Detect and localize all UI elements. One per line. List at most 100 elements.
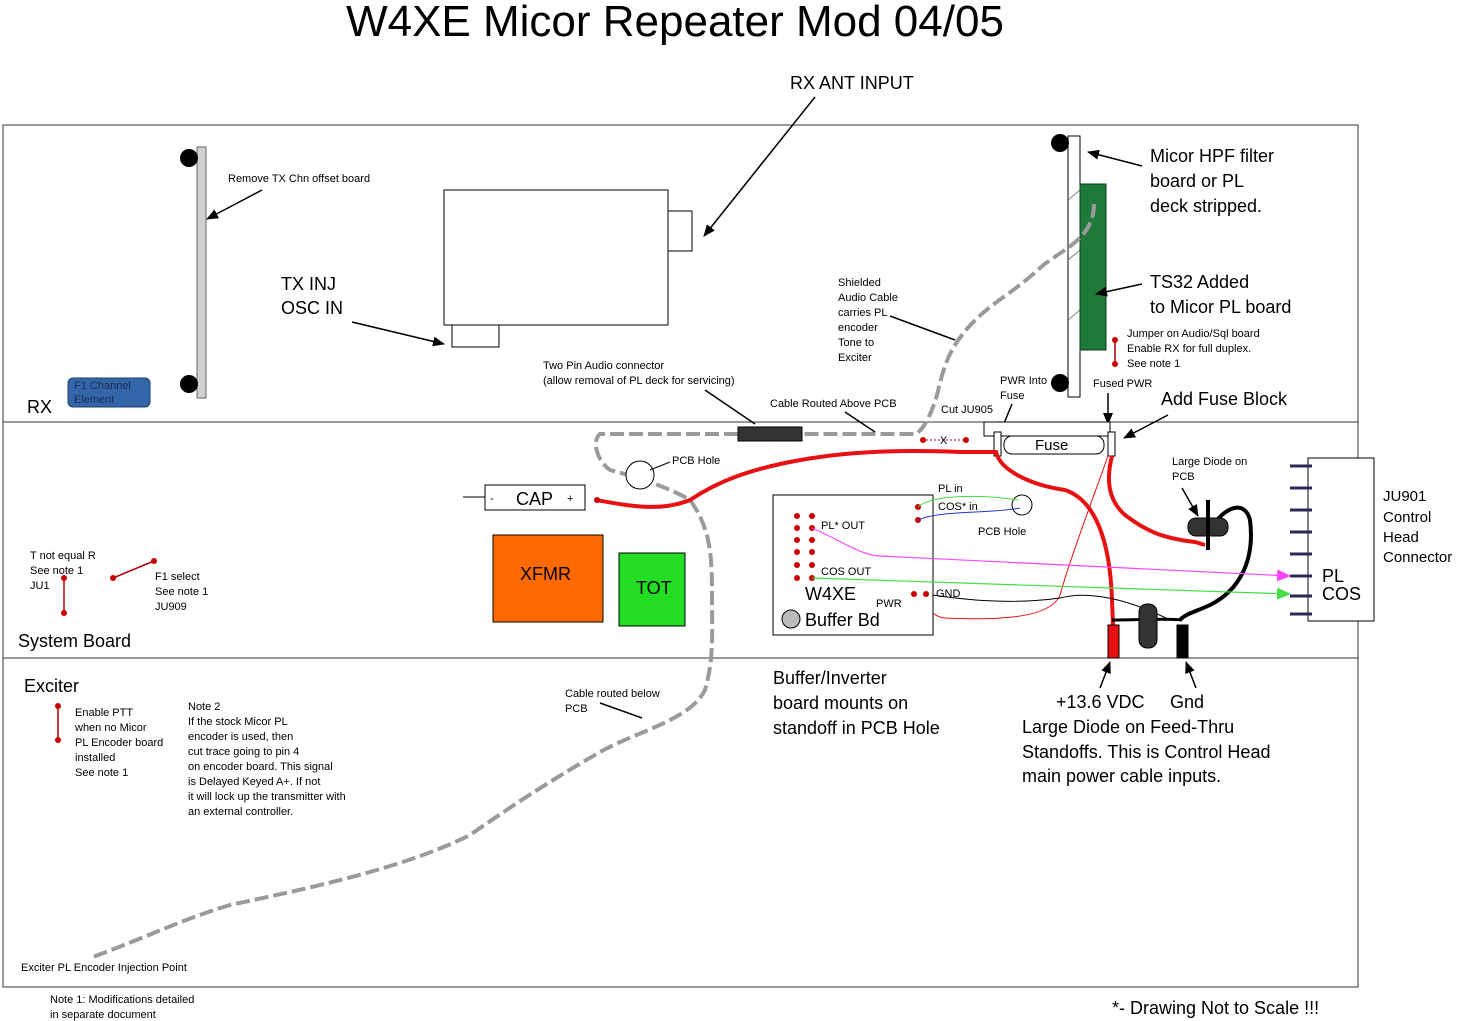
shielded-label-1: Shielded bbox=[838, 277, 881, 289]
xfmr-block bbox=[492, 534, 604, 623]
note2-label-4: cut trace going to pin 4 bbox=[188, 746, 299, 758]
ptt-pad bbox=[55, 703, 61, 709]
buffer-pad bbox=[794, 549, 800, 555]
board-mount-top bbox=[180, 149, 198, 167]
large-diode-ft-label-2: Standoffs. This is Control Head bbox=[1022, 742, 1270, 762]
shielded-label-5: Tone to bbox=[838, 337, 874, 349]
f1-channel-label-2: Element bbox=[74, 394, 114, 406]
tot-block bbox=[618, 552, 686, 627]
hpf-arrow bbox=[1087, 149, 1143, 167]
ju905-pad bbox=[963, 437, 969, 443]
cable-above-pcb bbox=[89, 432, 738, 960]
buffer-standoff bbox=[781, 609, 801, 629]
cable-below-label-2: PCB bbox=[565, 703, 588, 715]
pl-in-label: PL in bbox=[938, 483, 963, 495]
buffer-inv-label-1: Buffer/Inverter bbox=[773, 668, 887, 688]
gnd-arrow bbox=[1185, 661, 1197, 689]
cap-red-pad bbox=[594, 497, 600, 503]
hpf-hatch bbox=[1067, 309, 1081, 321]
buffer-pad bbox=[809, 549, 815, 555]
ju909-pad bbox=[151, 558, 157, 564]
f1-select-label-3: JU909 bbox=[155, 601, 187, 613]
not-to-scale-label: *- Drawing Not to Scale !!! bbox=[1112, 998, 1319, 1018]
w4xe-label: W4XE bbox=[805, 584, 856, 604]
ju901-label-4: Connector bbox=[1383, 549, 1452, 566]
hpf-mount-bottom bbox=[1051, 374, 1069, 392]
f1-channel-label-1: F1 Channel bbox=[74, 380, 131, 392]
pwr-into-label-1: PWR Into bbox=[1000, 375, 1047, 387]
cut-ju905-label: Cut JU905 bbox=[941, 404, 993, 416]
large-diode-feedthru bbox=[1138, 603, 1158, 649]
shielded-label-4: encoder bbox=[838, 322, 878, 334]
pl-signal-wire bbox=[811, 527, 1291, 582]
ts32-label-1: TS32 Added bbox=[1150, 272, 1249, 292]
buffer-inv-label-3: standoff in PCB Hole bbox=[773, 718, 940, 738]
tx-inj-label-2: OSC IN bbox=[281, 298, 343, 318]
tx-offset-board bbox=[196, 146, 207, 399]
fuse-label: Fuse bbox=[1035, 437, 1068, 454]
system-board-label: System Board bbox=[18, 631, 131, 651]
rx-module bbox=[443, 189, 669, 326]
buffer-pad bbox=[809, 537, 815, 543]
t-not-equal-label-3: JU1 bbox=[30, 580, 50, 592]
two-pin-audio-connector bbox=[737, 426, 803, 442]
cos-in-label: COS* in bbox=[938, 501, 978, 513]
cos-signal-wire bbox=[811, 577, 1291, 600]
pl-in-wire bbox=[917, 495, 1019, 508]
remove-tx-label: Remove TX Chn offset board bbox=[228, 173, 370, 185]
xfmr-label: XFMR bbox=[520, 564, 571, 584]
cap-plus: + bbox=[567, 493, 573, 505]
ju901-connector bbox=[1307, 457, 1375, 622]
note2-label-1: Note 2 bbox=[188, 701, 220, 713]
gnd-thin-wire bbox=[913, 591, 1171, 621]
hpf-mount-top bbox=[1051, 134, 1069, 152]
ju909-jumper bbox=[112, 560, 155, 579]
cos-out-label: COS OUT bbox=[821, 566, 871, 578]
large-diode-pcb-label-1: Large Diode on bbox=[1172, 456, 1247, 468]
ju901-pl-label: PL bbox=[1322, 566, 1344, 586]
rx-ant-arrow bbox=[703, 96, 816, 237]
cos-in-wire bbox=[917, 507, 1021, 521]
note2-label-5: on encoder board. This signal bbox=[188, 761, 333, 773]
vdc-standoff bbox=[1107, 624, 1120, 659]
note2-label-6: is Delayed Keyed A+. If not bbox=[188, 776, 320, 788]
hpf-label-2: board or PL bbox=[1150, 171, 1244, 191]
pl-out-label: PL* OUT bbox=[821, 520, 865, 532]
hpf-label-3: deck stripped. bbox=[1150, 196, 1262, 216]
ju901-label-2: Control bbox=[1383, 509, 1431, 526]
ju905-cut-mark: X bbox=[940, 435, 948, 447]
enable-ptt-label-1: Enable PTT bbox=[75, 707, 133, 719]
two-pin-label-1: Two Pin Audio connector bbox=[543, 360, 664, 372]
tx-inj-label-1: TX INJ bbox=[281, 274, 336, 294]
note2-label-2: If the stock Micor PL bbox=[188, 716, 288, 728]
fuse-body bbox=[1003, 435, 1105, 455]
hpf-label-1: Micor HPF filter bbox=[1150, 146, 1274, 166]
buffer-pad bbox=[794, 525, 800, 531]
exciter-label: Exciter bbox=[24, 676, 79, 696]
t-not-equal-label-1: T not equal R bbox=[30, 550, 96, 562]
vdc-arrow bbox=[1099, 661, 1111, 689]
pcb-hole-label: PCB Hole bbox=[672, 455, 720, 467]
two-pin-pointer bbox=[704, 389, 756, 425]
t-not-equal-label-2: See note 1 bbox=[30, 565, 83, 577]
f1-select-label-2: See note 1 bbox=[155, 586, 208, 598]
ju1-pad bbox=[61, 610, 67, 616]
buffer-pad bbox=[794, 575, 800, 581]
shielded-label-3: carries PL bbox=[838, 307, 888, 319]
fuse-block bbox=[983, 421, 1111, 437]
ju901-label-3: Head bbox=[1383, 529, 1419, 546]
board-mount-bottom bbox=[180, 375, 198, 393]
cap-minus: - bbox=[490, 493, 494, 505]
red-fused-wire bbox=[1106, 455, 1206, 547]
exciter-pl-label: Exciter PL Encoder Injection Point bbox=[21, 962, 187, 974]
note2-label-7: it will lock up the transmitter with bbox=[188, 791, 346, 803]
cable-above-label: Cable Routed Above PCB bbox=[770, 398, 897, 410]
pcb-hole-2-label: PCB Hole bbox=[978, 526, 1026, 538]
enable-ptt-label-5: See note 1 bbox=[75, 767, 128, 779]
shielded-label-2: Audio Cable bbox=[838, 292, 898, 304]
cable-above-pointer bbox=[844, 411, 876, 433]
hpf-hatch bbox=[1067, 249, 1081, 261]
shielded-audio-cable bbox=[800, 203, 1096, 436]
jumper-label-1: Jumper on Audio/Sql board bbox=[1127, 328, 1260, 340]
